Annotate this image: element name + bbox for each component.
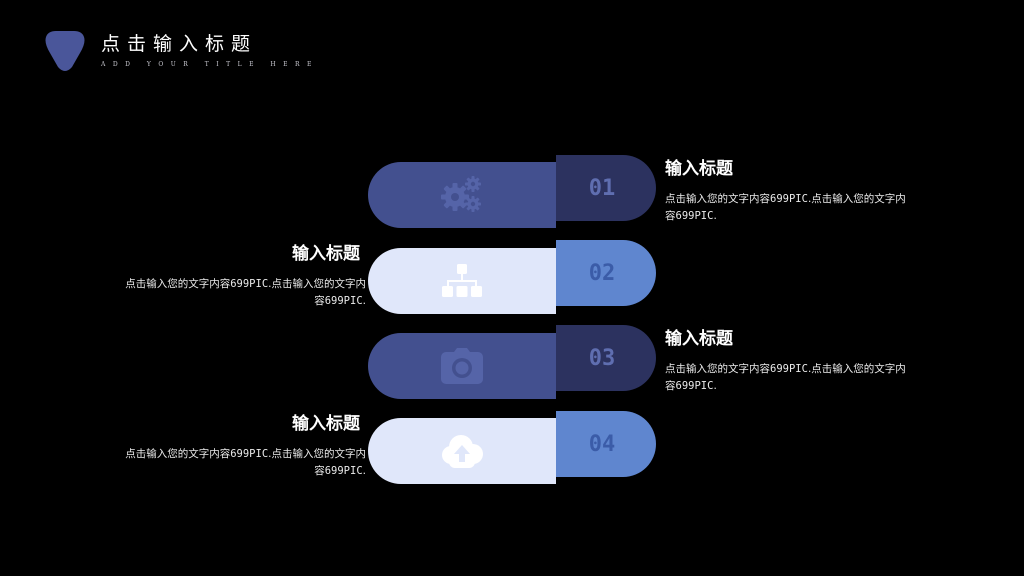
step-description: 点击输入您的文字内容699PIC.点击输入您的文字内容699PIC.: [665, 193, 906, 222]
step-description: 点击输入您的文字内容699PIC.点击输入您的文字内容699PIC.: [665, 363, 906, 392]
step-number: 03: [556, 325, 656, 391]
step-description: 点击输入您的文字内容699PIC.点击输入您的文字内容699PIC.: [125, 448, 366, 477]
gears-icon: [441, 176, 481, 212]
logo-shape: [45, 31, 85, 71]
step-title: 输入标题: [665, 159, 733, 179]
cloud-upload-icon: [442, 435, 483, 468]
step-description: 点击输入您的文字内容699PIC.点击输入您的文字内容699PIC.: [125, 278, 366, 307]
step-number: 02: [556, 240, 656, 306]
step-title: 输入标题: [292, 244, 360, 264]
step-pill: [368, 162, 556, 228]
step-title: 输入标题: [292, 414, 360, 434]
step-title: 输入标题: [665, 329, 733, 349]
step-number: 01: [556, 155, 656, 221]
camera-icon: [441, 348, 483, 384]
step-pill: [368, 248, 556, 314]
step-number: 04: [556, 411, 656, 477]
step-pill: [368, 418, 556, 484]
sitemap-icon: [442, 264, 482, 297]
page-title: 点击输入标题: [101, 33, 258, 55]
page-subtitle: ADD YOUR TITLE HERE: [101, 61, 319, 68]
step-pill: [368, 333, 556, 399]
